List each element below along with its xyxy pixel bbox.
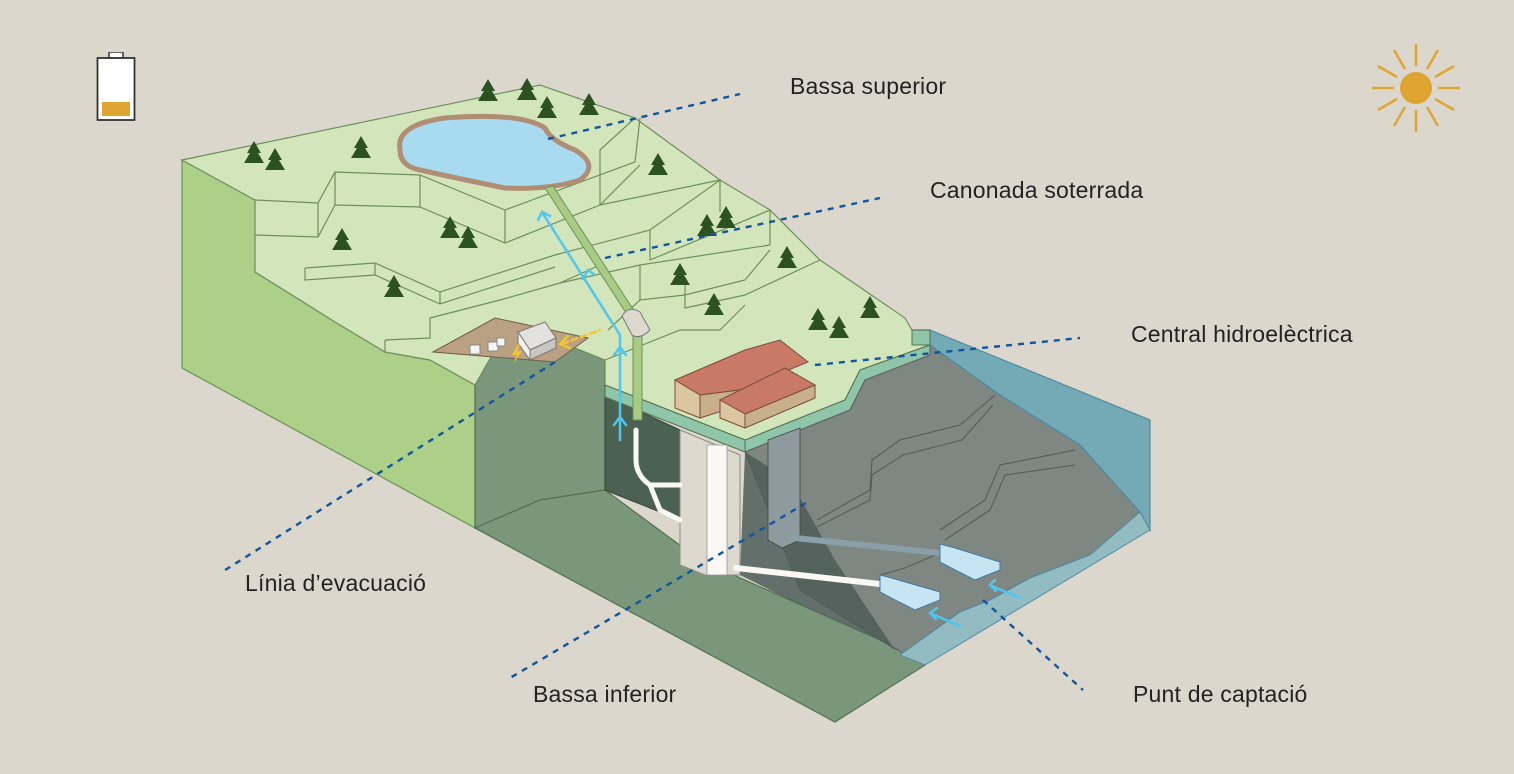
sun-icon bbox=[1370, 42, 1462, 134]
intake-head-upper bbox=[939, 543, 1001, 581]
label-buried-pipe: Canonada soterrada bbox=[930, 177, 1144, 203]
sun-ray bbox=[1434, 65, 1455, 78]
shaft-highlight bbox=[706, 444, 728, 576]
sun-ray bbox=[1426, 49, 1439, 70]
battery-fill bbox=[102, 102, 130, 116]
intake-pipe-lower bbox=[733, 565, 883, 587]
flow-arrows bbox=[536, 210, 1022, 628]
lower-reservoir-water bbox=[929, 329, 1151, 533]
label-power-station: Central hidroelèctrica bbox=[1131, 321, 1353, 347]
upper-reservoir bbox=[397, 113, 592, 191]
leader-lower-reservoir bbox=[509, 501, 807, 680]
leader-intake-point bbox=[982, 599, 1084, 691]
power-station bbox=[673, 339, 817, 429]
leader-lines bbox=[221, 92, 1084, 691]
leader-power-station bbox=[814, 336, 1081, 367]
sun-ray bbox=[1377, 65, 1398, 78]
sun-ray bbox=[1426, 106, 1439, 127]
lightning-icon bbox=[512, 344, 522, 364]
leader-upper-reservoir bbox=[547, 92, 741, 141]
buried-penstock bbox=[544, 185, 651, 421]
sun-ray bbox=[1393, 106, 1406, 127]
sun-ray bbox=[1434, 98, 1455, 111]
rock-step-lines bbox=[816, 394, 1076, 576]
intake-head-lower bbox=[879, 574, 941, 611]
leader-evacuation-line bbox=[221, 360, 556, 574]
shaft-right-column bbox=[767, 427, 801, 549]
label-lower-reservoir: Bassa inferior bbox=[533, 681, 677, 707]
power-arrow bbox=[557, 328, 602, 350]
label-intake-point: Punt de captació bbox=[1133, 681, 1308, 707]
label-evacuation-line: Línia d’evacuació bbox=[245, 570, 427, 596]
deck-corner bbox=[911, 329, 931, 346]
battery-low-icon bbox=[96, 51, 136, 122]
label-upper-reservoir: Bassa superior bbox=[790, 73, 947, 99]
water-shallow bbox=[898, 511, 1151, 666]
cavern-pipe bbox=[633, 427, 683, 523]
sun-ray bbox=[1377, 98, 1398, 111]
sun-ray bbox=[1393, 49, 1406, 70]
substation bbox=[431, 317, 590, 364]
intake-pipe-upper bbox=[792, 535, 943, 556]
